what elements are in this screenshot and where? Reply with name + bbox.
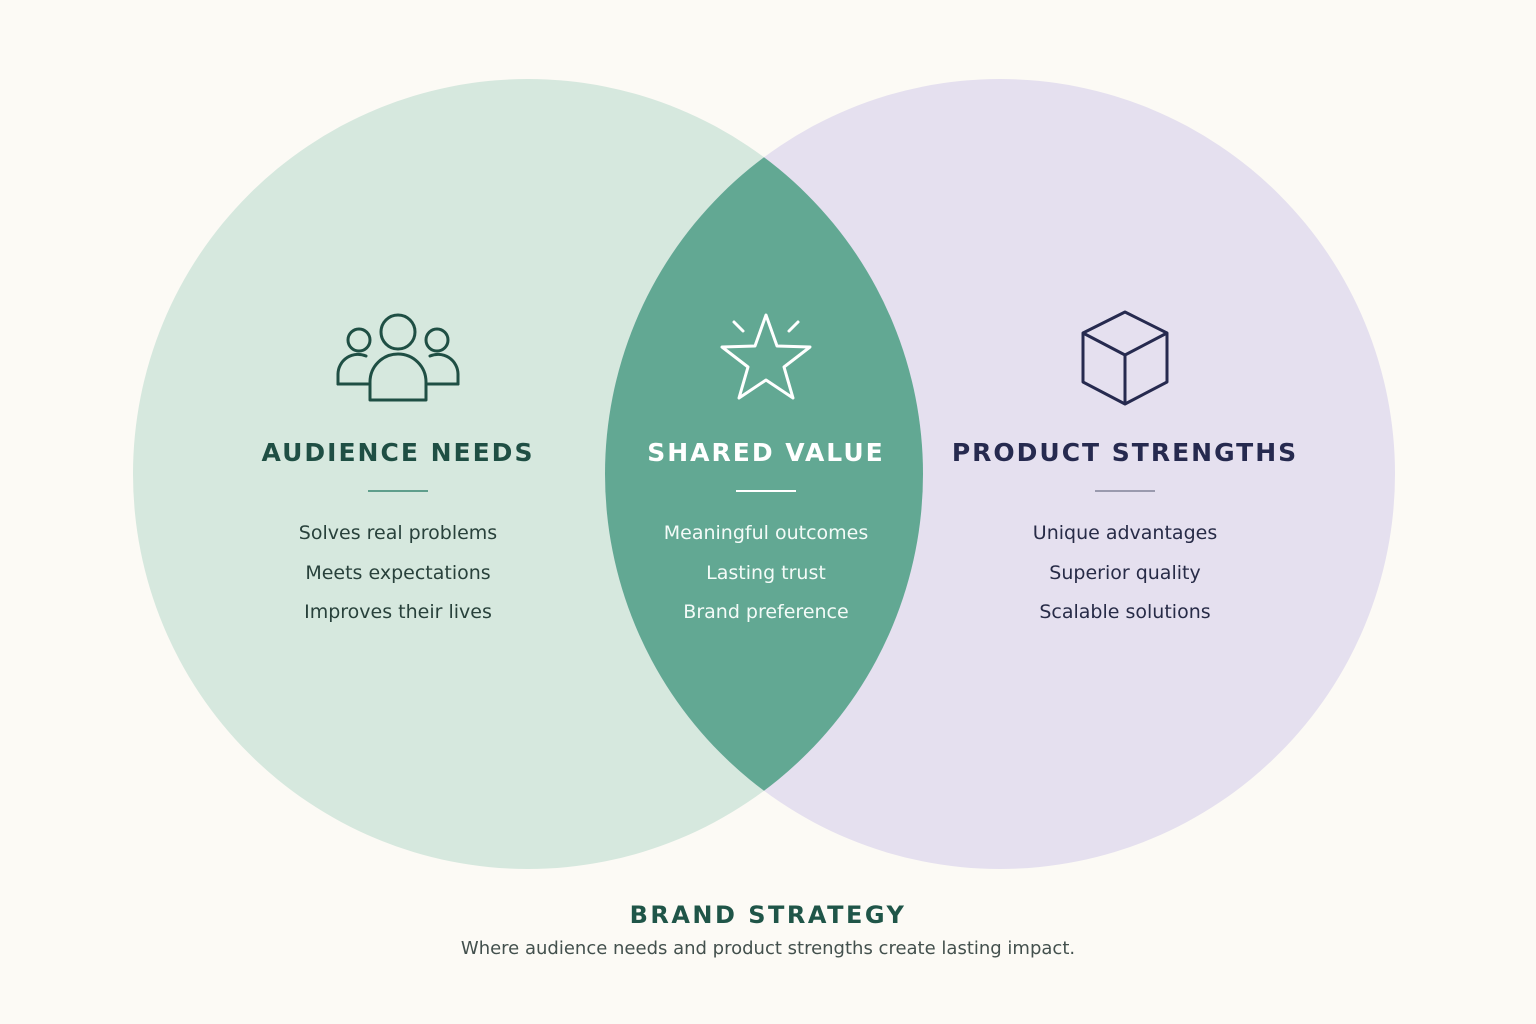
cube-icon — [1081, 310, 1169, 406]
list-item: Improves their lives — [304, 601, 492, 623]
list-item: Lasting trust — [706, 561, 826, 584]
audience-needs-section: AUDIENCE NEEDS Solves real problems Meet… — [188, 300, 608, 633]
shared-value-divider — [736, 490, 796, 492]
shared-value-overlap — [605, 79, 923, 869]
list-item: Meets expectations — [305, 561, 491, 584]
list-item: Solves real problems — [298, 522, 498, 544]
diagram-footer: BRAND STRATEGY Where audience needs and … — [0, 898, 1536, 959]
shared-value-section: SHARED VALUE Meaningful outcomes Lasting… — [556, 300, 976, 633]
shared-value-heading: SHARED VALUE — [647, 438, 885, 467]
product-strengths-list: Unique advantages Superior quality Scala… — [915, 514, 1335, 633]
list-item: Unique advantages — [1032, 522, 1218, 544]
shared-value-list: Meaningful outcomes Lasting trust Brand … — [556, 514, 976, 633]
diagram-title: BRAND STRATEGY — [629, 901, 907, 929]
list-item: Meaningful outcomes — [663, 522, 869, 544]
product-strengths-divider — [1095, 490, 1155, 492]
audience-needs-divider — [368, 490, 428, 492]
list-item: Superior quality — [1049, 561, 1201, 584]
list-item: Scalable solutions — [1039, 601, 1211, 623]
product-strengths-section: PRODUCT STRENGTHS Unique advantages Supe… — [915, 300, 1335, 633]
product-strengths-heading: PRODUCT STRENGTHS — [951, 438, 1299, 467]
list-item: Brand preference — [683, 601, 849, 623]
people-group-icon — [336, 313, 460, 402]
audience-needs-list: Solves real problems Meets expectations … — [188, 514, 608, 633]
star-icon — [720, 313, 812, 400]
diagram-subtitle: Where audience needs and product strengt… — [460, 938, 1076, 959]
audience-needs-heading: AUDIENCE NEEDS — [261, 438, 535, 467]
